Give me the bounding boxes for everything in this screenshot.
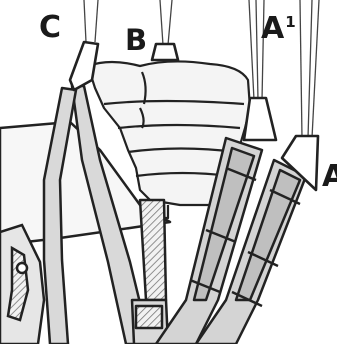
riser-label-a: A [322,162,337,192]
leg-strap [0,225,44,344]
riser-label-a1-letter: A [261,11,284,46]
riser-label-a1: A1 [261,14,296,44]
riser-label-a1-superscript: 1 [285,13,295,31]
a1-maillon [244,98,276,140]
b-maillon [152,44,178,60]
riser-label-b: B [125,26,147,55]
riser-label-c: C [39,13,61,43]
